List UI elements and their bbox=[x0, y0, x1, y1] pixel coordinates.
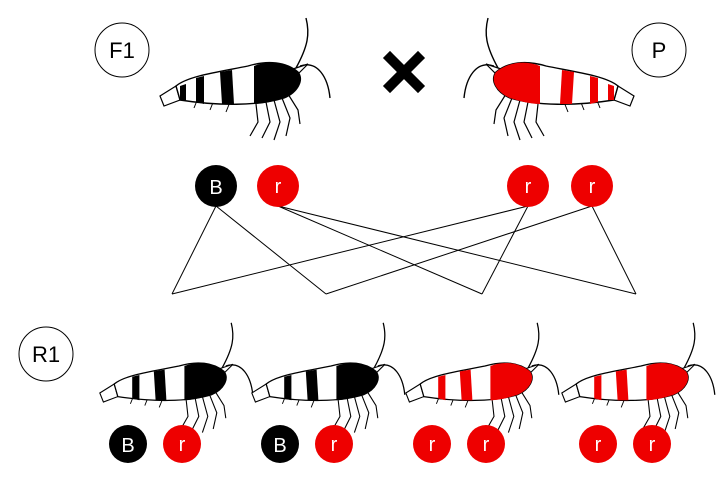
svg-text:r: r bbox=[179, 434, 186, 456]
allele-parent-p-2: r bbox=[571, 165, 613, 207]
line-r1-to-offspring-1 bbox=[171, 205, 529, 295]
svg-text:r: r bbox=[275, 176, 282, 198]
svg-text:B: B bbox=[209, 177, 222, 199]
allele-offspring-1-2: r bbox=[163, 425, 201, 463]
line-r-to-offspring-4 bbox=[277, 205, 637, 295]
svg-text:r: r bbox=[331, 434, 338, 456]
allele-parent-f1-1: B bbox=[195, 165, 237, 207]
svg-text:F1: F1 bbox=[109, 38, 135, 63]
allele-offspring-2-1: B bbox=[261, 425, 299, 463]
line-r1-to-offspring-3 bbox=[481, 205, 529, 295]
svg-text:r: r bbox=[483, 434, 490, 456]
svg-text:r: r bbox=[429, 434, 436, 456]
allele-parent-f1-2: r bbox=[257, 165, 299, 207]
cross-icon bbox=[382, 50, 426, 94]
allele-offspring-2-2: r bbox=[315, 425, 353, 463]
svg-text:r: r bbox=[589, 176, 596, 198]
allele-offspring-1-1: B bbox=[109, 425, 147, 463]
svg-text:B: B bbox=[273, 435, 286, 457]
svg-text:r: r bbox=[649, 434, 656, 456]
allele-offspring-4-2: r bbox=[633, 425, 671, 463]
shrimp-offspring-1-icon bbox=[99, 322, 254, 434]
line-B-to-offspring-2 bbox=[215, 205, 327, 295]
line-r-to-offspring-3 bbox=[277, 205, 483, 295]
inheritance-lines bbox=[171, 205, 637, 295]
shrimp-parent-f1-icon bbox=[159, 17, 331, 141]
label-f1: F1 bbox=[94, 22, 150, 78]
shrimp-offspring-2-icon bbox=[251, 322, 406, 434]
svg-text:R1: R1 bbox=[32, 342, 60, 367]
shrimp-offspring-4-icon bbox=[561, 322, 716, 434]
label-r1: R1 bbox=[18, 326, 74, 382]
line-B-to-offspring-1 bbox=[171, 205, 217, 295]
line-r2-to-offspring-2 bbox=[325, 205, 593, 295]
svg-text:r: r bbox=[525, 176, 532, 198]
label-p: P bbox=[631, 22, 687, 78]
line-r2-to-offspring-4 bbox=[591, 205, 637, 295]
shrimp-offspring-3-icon bbox=[405, 322, 560, 434]
allele-offspring-3-2: r bbox=[467, 425, 505, 463]
svg-text:B: B bbox=[121, 435, 134, 457]
svg-text:P: P bbox=[652, 38, 667, 63]
allele-offspring-3-1: r bbox=[413, 425, 451, 463]
svg-text:r: r bbox=[595, 434, 602, 456]
allele-offspring-4-1: r bbox=[579, 425, 617, 463]
shrimp-parent-p-icon bbox=[463, 17, 635, 141]
allele-parent-p-1: r bbox=[507, 165, 549, 207]
